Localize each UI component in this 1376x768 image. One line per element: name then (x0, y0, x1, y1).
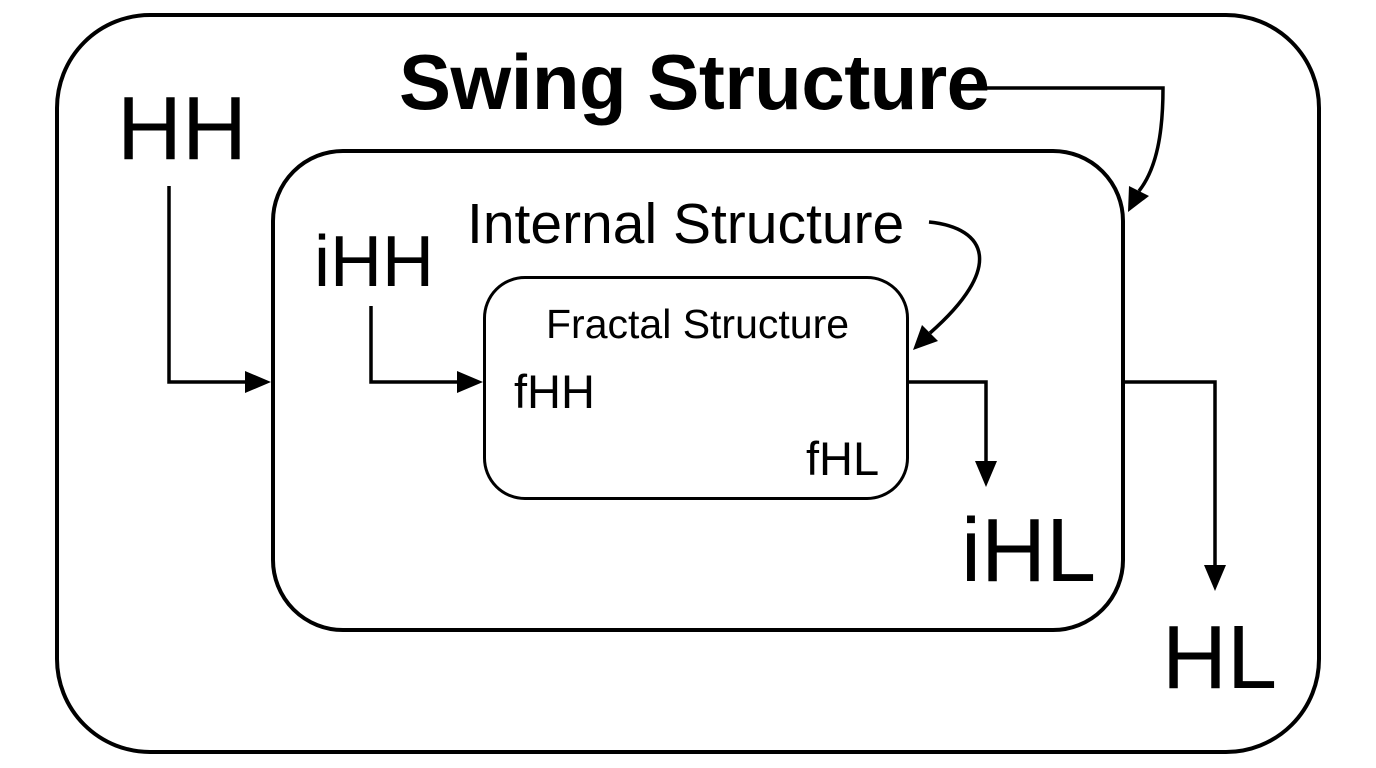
hl-label: HL (1162, 608, 1278, 708)
hh-label: HH (117, 79, 247, 179)
internal-structure-title: Internal Structure (467, 192, 905, 256)
swing-structure-box (55, 13, 1321, 754)
ihl-label: iHL (961, 501, 1097, 601)
fhh-label: fHH (514, 365, 595, 418)
swing-structure-title: Swing Structure (399, 38, 990, 126)
internal-structure-box (271, 149, 1125, 632)
fhl-label: fHL (806, 432, 880, 485)
fractal-structure-box (483, 276, 909, 500)
ihh-label: iHH (314, 222, 434, 302)
fractal-structure-title: Fractal Structure (546, 301, 850, 347)
